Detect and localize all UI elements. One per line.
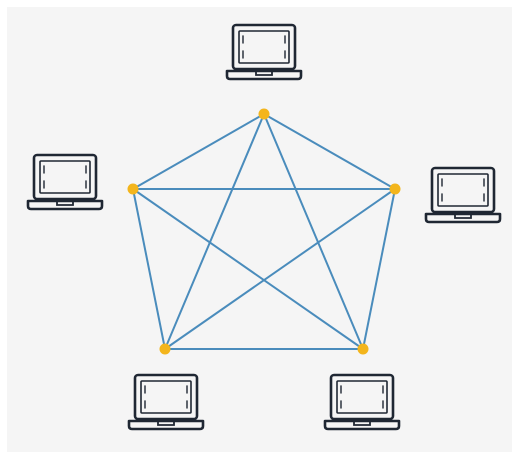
mesh-link-n3-n4 <box>164 188 396 350</box>
mesh-link-n1-n3 <box>263 113 396 190</box>
laptop-icon <box>323 373 401 431</box>
network-node-n4 <box>159 343 171 355</box>
laptop-icon <box>26 153 104 211</box>
laptop-icon <box>127 373 205 431</box>
network-node-n1 <box>258 108 270 120</box>
network-node-n5 <box>357 343 369 355</box>
mesh-link-n1-n5 <box>263 113 364 350</box>
mesh-link-n1-n2 <box>132 113 265 190</box>
laptop-icon <box>225 23 303 81</box>
mesh-link-n2-n4 <box>132 188 166 350</box>
mesh-link-n3-n5 <box>362 188 396 350</box>
mesh-link-n1-n4 <box>164 113 265 350</box>
laptop-icon <box>424 166 502 224</box>
diagram-background <box>7 7 512 452</box>
network-node-n3 <box>389 183 401 195</box>
mesh-links <box>132 113 396 350</box>
network-node-n2 <box>127 183 139 195</box>
laptops <box>26 23 502 431</box>
mesh-nodes <box>127 108 401 355</box>
mesh-link-n2-n5 <box>132 188 364 350</box>
